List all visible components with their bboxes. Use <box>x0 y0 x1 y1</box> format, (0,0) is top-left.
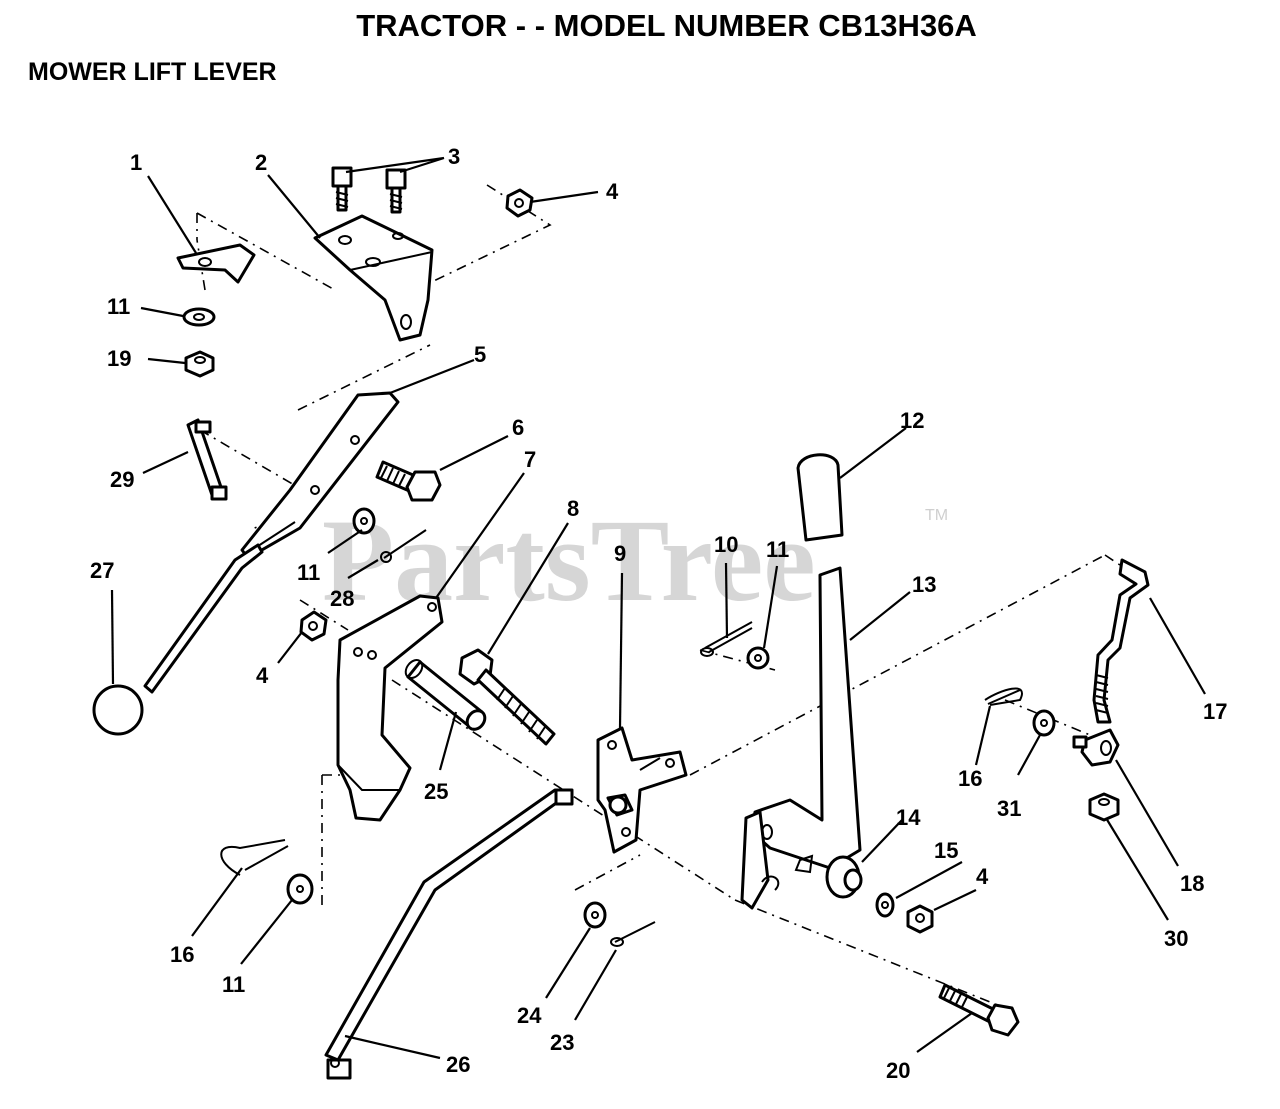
part-9-pivot-bracket <box>596 726 688 854</box>
callout-3: 3 <box>448 144 460 169</box>
callout-4-right: 4 <box>976 864 989 889</box>
part-1-clip <box>176 243 256 284</box>
callout-16-left: 16 <box>170 942 194 967</box>
diagram-title: TRACTOR - - MODEL NUMBER CB13H36A <box>356 8 977 43</box>
callout-2: 2 <box>255 150 267 175</box>
part-2-bracket <box>313 214 434 342</box>
callout-25: 25 <box>424 779 448 804</box>
callout-11-low: 11 <box>222 972 245 997</box>
part-11-washer-right <box>746 646 770 670</box>
callout-labels: 1 2 3 4 11 19 5 29 6 7 11 28 27 8 4 25 9… <box>90 144 1227 1083</box>
callout-19: 19 <box>107 346 131 371</box>
part-13-lift-lever <box>740 566 862 910</box>
callout-30: 30 <box>1164 926 1188 951</box>
part-30-nut <box>1088 792 1120 822</box>
callout-29: 29 <box>110 467 134 492</box>
callout-31: 31 <box>997 796 1021 821</box>
part-8-long-bolt <box>458 648 556 746</box>
callout-27: 27 <box>90 558 114 583</box>
watermark-trademark: TM <box>925 507 948 524</box>
callout-18: 18 <box>1180 871 1204 896</box>
part-24-washer <box>583 901 607 929</box>
part-20-bolt <box>938 983 1020 1037</box>
part-5-lift-plate <box>240 391 400 560</box>
part-4-nut-top <box>505 188 534 218</box>
part-11-washer-top <box>182 307 216 327</box>
part-11-washer-low <box>286 873 314 905</box>
part-27-knob <box>92 543 264 736</box>
part-19-nut <box>184 350 215 378</box>
callout-23: 23 <box>550 1030 574 1055</box>
callout-10: 10 <box>714 532 738 557</box>
part-28-pin <box>380 529 427 563</box>
callout-13: 13 <box>912 572 936 597</box>
callout-20: 20 <box>886 1058 910 1083</box>
part-18-swivel <box>1072 728 1120 767</box>
callout-4-mid: 4 <box>256 663 269 688</box>
callout-16-right: 16 <box>958 766 982 791</box>
callout-5: 5 <box>474 342 486 367</box>
callout-8: 8 <box>567 496 579 521</box>
diagram-subtitle: MOWER LIFT LEVER <box>28 58 277 86</box>
part-15-washer <box>875 892 895 918</box>
callout-11-top: 11 <box>107 294 130 319</box>
part-4-nut-right <box>906 904 934 934</box>
callout-14: 14 <box>896 805 921 830</box>
callout-17: 17 <box>1203 699 1227 724</box>
part-16-hairpin-right <box>984 687 1023 706</box>
callout-6: 6 <box>512 415 524 440</box>
callout-4-top: 4 <box>606 179 619 204</box>
part-31-washer <box>1032 709 1056 737</box>
callout-11-mid: 11 <box>297 560 320 585</box>
part-4-nut-middle <box>299 610 328 642</box>
callout-28: 28 <box>330 586 354 611</box>
part-11-washer-mid <box>352 507 376 535</box>
part-3-bolts <box>331 166 407 214</box>
part-29-link <box>186 418 228 501</box>
assembly-lines <box>196 184 1121 1011</box>
part-14-bushing <box>825 855 863 899</box>
part-17-threaded-rod <box>1092 558 1150 724</box>
part-25-spacer <box>404 659 487 731</box>
callout-9: 9 <box>614 541 626 566</box>
part-16-hairpin-left <box>220 839 289 876</box>
leader-lines <box>110 156 1206 1060</box>
part-7-mount-plate <box>336 594 444 822</box>
part-10-cotter-pin <box>700 621 753 657</box>
callout-7: 7 <box>524 447 536 472</box>
part-6-bolt <box>375 460 442 502</box>
part-12-handle-grip <box>796 453 844 542</box>
callout-11-right: 11 <box>766 537 789 562</box>
part-23-cotter-pin <box>610 921 656 947</box>
callout-1: 1 <box>130 150 142 175</box>
callout-12: 12 <box>900 408 924 433</box>
callout-24: 24 <box>517 1003 542 1028</box>
callout-26: 26 <box>446 1052 470 1077</box>
part-26-lift-rod <box>324 788 634 1080</box>
callout-15: 15 <box>934 838 958 863</box>
